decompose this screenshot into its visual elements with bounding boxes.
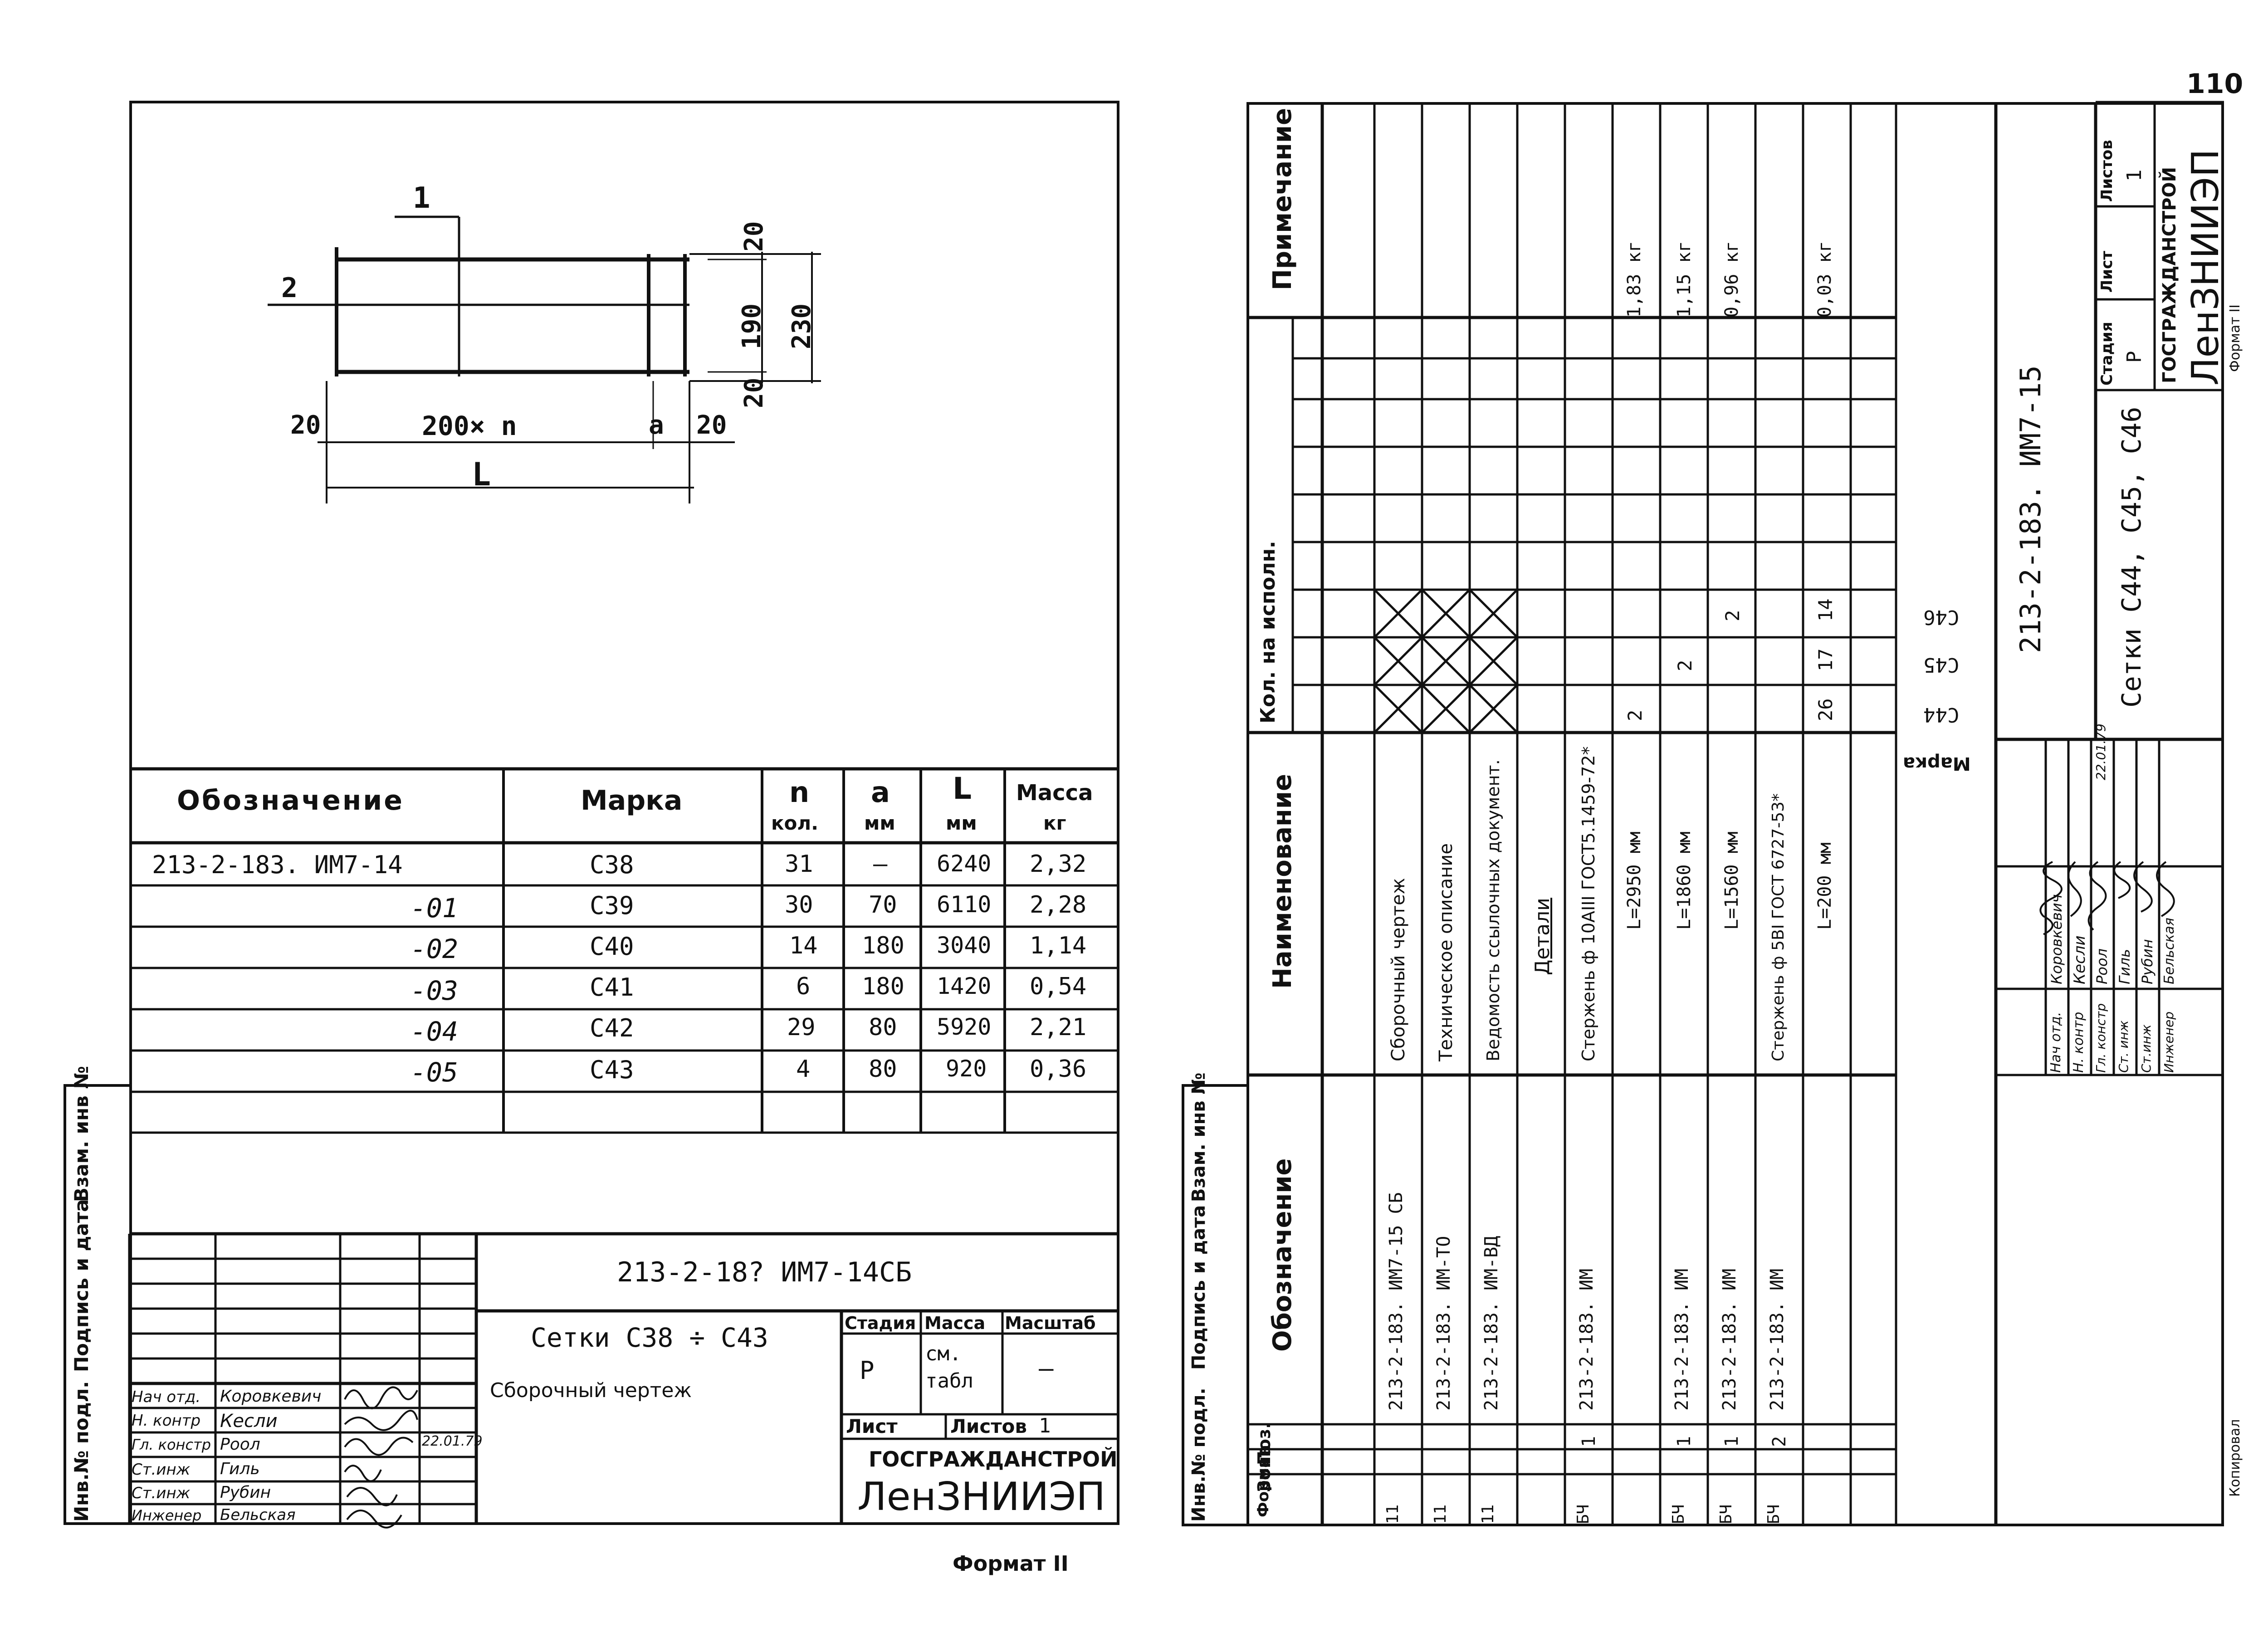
left-frame bbox=[129, 101, 1119, 1525]
row-mark: C41 bbox=[590, 973, 634, 1002]
header-designation: Обозначение bbox=[177, 785, 405, 816]
row-n: 29 bbox=[787, 1014, 816, 1041]
row-L: 6240 bbox=[937, 850, 992, 877]
header-a-unit: мм bbox=[864, 812, 895, 834]
row-L: 6110 bbox=[937, 891, 992, 918]
corner-number: 110 bbox=[2186, 68, 2244, 100]
dim-right: 20 bbox=[696, 410, 727, 440]
left-doc-title: Сетки C38 ÷ C43 bbox=[531, 1322, 768, 1353]
row-a: 80 bbox=[869, 1014, 897, 1041]
row-mark: C43 bbox=[590, 1056, 634, 1084]
role: Н. контр bbox=[132, 1412, 201, 1430]
org-name-1: ГОСГРАЖДАНСТРОЙ bbox=[869, 1447, 1118, 1471]
row-n: 30 bbox=[785, 891, 813, 919]
diagram-label-2: 2 bbox=[281, 272, 298, 304]
row-mass: 2,28 bbox=[1030, 891, 1087, 919]
row-n: 6 bbox=[796, 973, 811, 1000]
left-side-strip bbox=[64, 1084, 132, 1525]
org-name-2: ЛенЗНИИЭП bbox=[857, 1474, 1105, 1520]
row-mass: 2,21 bbox=[1030, 1014, 1087, 1041]
row-n: 14 bbox=[789, 932, 818, 959]
row-a: 180 bbox=[862, 973, 904, 1000]
role: Ст.инж bbox=[132, 1461, 191, 1479]
stage-label: Стадия bbox=[845, 1313, 916, 1333]
row-mark: C38 bbox=[590, 850, 634, 879]
row-mark: C40 bbox=[590, 932, 634, 961]
date: 22.01.79 bbox=[422, 1433, 483, 1449]
mass-label: Масса bbox=[924, 1313, 986, 1333]
name: Гиль bbox=[220, 1460, 260, 1478]
row-designation: -02 bbox=[411, 933, 458, 964]
row-mass: 0,36 bbox=[1030, 1056, 1087, 1083]
role: Ст.инж bbox=[132, 1484, 191, 1502]
sheets-value: 1 bbox=[1039, 1414, 1051, 1437]
row-n: 4 bbox=[796, 1056, 811, 1083]
right-side-strip bbox=[1182, 1084, 1249, 1526]
name: Роол bbox=[220, 1435, 260, 1454]
row-L: 1420 bbox=[937, 973, 992, 999]
header-a: a bbox=[871, 776, 890, 809]
header-mark: Марка bbox=[581, 785, 683, 816]
row-a: 80 bbox=[869, 1056, 897, 1083]
scale-label: Масштаб bbox=[1005, 1313, 1096, 1333]
scale-value: — bbox=[1039, 1354, 1054, 1383]
row-a: — bbox=[873, 850, 888, 878]
stage-value: P bbox=[860, 1356, 875, 1385]
row-designation: -05 bbox=[411, 1057, 458, 1088]
right-format: Формат II bbox=[2227, 304, 2243, 372]
row-designation: -04 bbox=[411, 1016, 458, 1047]
row-L: 920 bbox=[946, 1056, 987, 1082]
header-mass-unit: кг bbox=[1043, 812, 1066, 834]
left-format: Формат II bbox=[953, 1551, 1069, 1576]
row-designation: -03 bbox=[411, 975, 458, 1006]
dim-a: a bbox=[649, 410, 664, 440]
header-n: n bbox=[789, 776, 810, 809]
row-a: 70 bbox=[869, 891, 897, 919]
header-L-unit: мм bbox=[946, 812, 977, 834]
row-L: 3040 bbox=[937, 932, 992, 958]
row-a: 180 bbox=[862, 932, 904, 959]
sheets-label: Листов bbox=[950, 1415, 1027, 1437]
left-doc-subtitle: Сборочный чертеж bbox=[490, 1379, 692, 1402]
header-mass: Масса bbox=[1016, 780, 1093, 806]
row-designation: -01 bbox=[411, 893, 458, 924]
dim-L: L bbox=[472, 456, 491, 493]
right-frame bbox=[1246, 102, 2224, 1526]
row-mass: 1,14 bbox=[1030, 932, 1087, 959]
row-L: 5920 bbox=[937, 1014, 992, 1040]
name: Коровкевич bbox=[220, 1387, 322, 1406]
left-doc-code: 213-2-18? ИМ7-14СБ bbox=[617, 1256, 912, 1288]
dim-span: 200× n bbox=[422, 410, 517, 441]
row-mass: 2,32 bbox=[1030, 850, 1087, 878]
diagram-label-1: 1 bbox=[413, 181, 430, 215]
dim-left: 20 bbox=[290, 410, 321, 440]
row-designation: 213-2-183. ИМ7-14 bbox=[152, 850, 403, 879]
name: Кесли bbox=[220, 1411, 278, 1432]
row-mark: C42 bbox=[590, 1014, 634, 1042]
header-n-unit: кол. bbox=[771, 812, 819, 834]
right-copied: Копировал bbox=[2227, 1419, 2243, 1497]
role: Гл. констр bbox=[132, 1436, 211, 1453]
row-mass: 0,54 bbox=[1030, 973, 1087, 1000]
sheet-label: Лист bbox=[846, 1415, 898, 1437]
role: Инженер bbox=[132, 1507, 202, 1524]
row-n: 31 bbox=[785, 850, 813, 878]
header-L: L bbox=[953, 771, 972, 806]
mass-value: см. табл bbox=[925, 1342, 973, 1393]
row-mark: C39 bbox=[590, 891, 634, 920]
name: Бельская bbox=[220, 1506, 296, 1524]
name: Рубин bbox=[220, 1483, 271, 1502]
role: Нач отд. bbox=[132, 1388, 201, 1406]
